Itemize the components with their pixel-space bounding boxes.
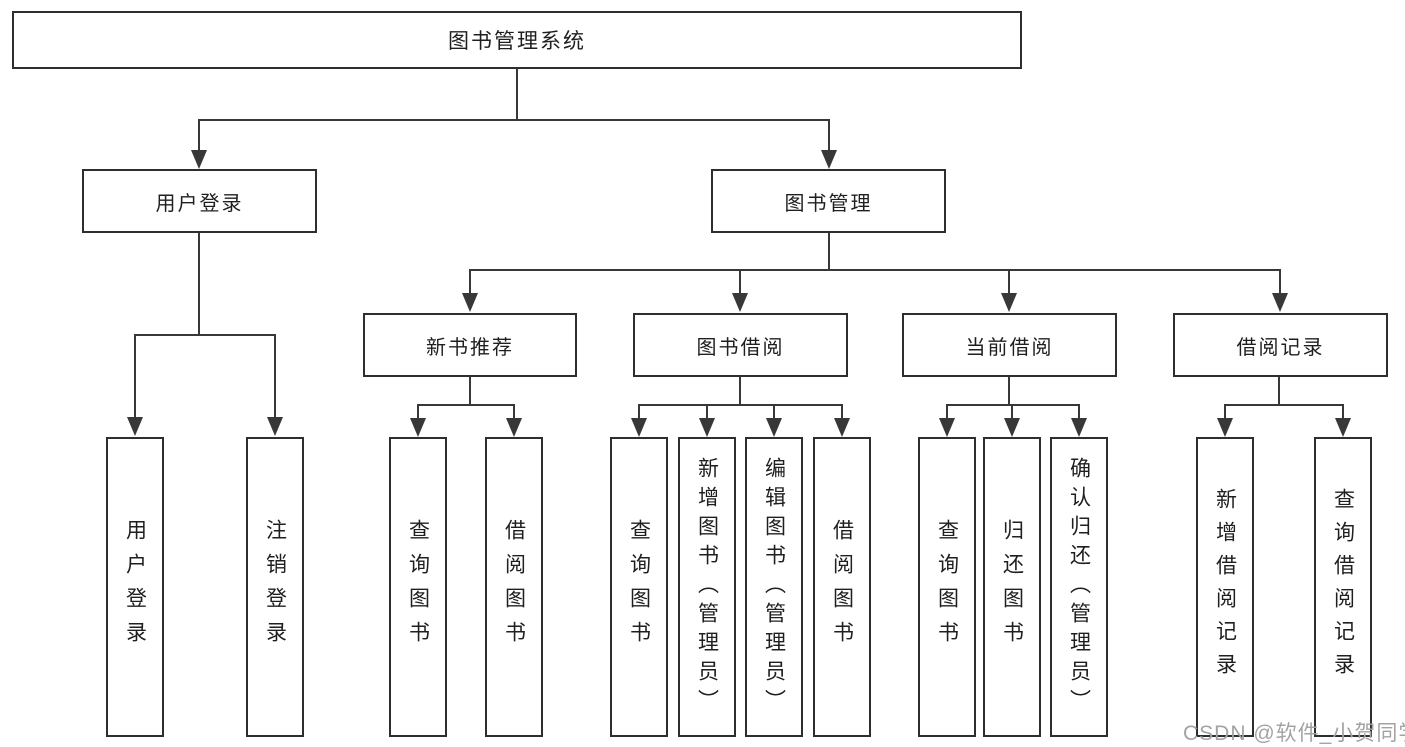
leaf-label: 查询图书: [935, 519, 959, 655]
connector-line: [946, 404, 948, 420]
arrowhead-icon: [267, 417, 283, 436]
node-label: 当前借阅: [965, 336, 1054, 359]
leaf-label: 查询图书: [406, 519, 430, 655]
arrowhead-icon: [410, 418, 426, 437]
node-library-management-system: 图书管理系统: [12, 11, 1022, 69]
arrowhead-icon: [699, 418, 715, 437]
connector-line: [638, 404, 640, 420]
leaf-label: 归还图书: [1000, 519, 1024, 655]
connector-line: [516, 69, 518, 120]
leaf-label: 新增图书（管理员）: [695, 456, 719, 718]
node-label: 图书管理系统: [448, 30, 586, 53]
leaf-label: 用户登录: [123, 519, 147, 655]
connector-line: [706, 404, 708, 420]
connector-line: [1224, 404, 1226, 420]
connector-line: [638, 404, 843, 406]
csdn-watermark: CSDN @软件_小贺同学: [1183, 722, 1405, 745]
leaf-label: 确认归还（管理员）: [1067, 456, 1091, 718]
leaf-label: 新增借阅记录: [1213, 488, 1237, 686]
connector-line: [134, 334, 276, 336]
connector-line: [198, 119, 830, 121]
arrowhead-icon: [1335, 418, 1351, 437]
leaf-return-books: 归还图书: [983, 437, 1041, 737]
arrowhead-icon: [1272, 293, 1288, 312]
node-new-book-recommendation: 新书推荐: [363, 313, 577, 377]
arrowhead-icon: [732, 293, 748, 312]
leaf-label: 查询图书: [627, 519, 651, 655]
leaf-query-books: 查询图书: [389, 437, 447, 737]
arrowhead-icon: [127, 417, 143, 436]
leaf-query-books: 查询图书: [610, 437, 668, 737]
leaf-add-borrow-record: 新增借阅记录: [1196, 437, 1254, 737]
connector-line: [1278, 377, 1280, 406]
arrowhead-icon: [1001, 293, 1017, 312]
node-current-borrowing: 当前借阅: [902, 313, 1117, 377]
arrowhead-icon: [766, 418, 782, 437]
leaf-label: 借阅图书: [502, 519, 526, 655]
node-book-borrowing: 图书借阅: [633, 313, 848, 377]
connector-line: [828, 119, 830, 153]
leaf-label: 借阅图书: [830, 519, 854, 655]
connector-line: [841, 404, 843, 420]
leaf-confirm-return-admin: 确认归还（管理员）: [1050, 437, 1108, 737]
connector-line: [513, 404, 515, 420]
connector-line: [417, 404, 515, 406]
connector-line: [417, 404, 419, 420]
node-label: 新书推荐: [426, 336, 514, 359]
node-borrowing-records: 借阅记录: [1173, 313, 1388, 377]
node-label: 图书管理: [784, 192, 873, 215]
connector-line: [1224, 404, 1344, 406]
node-label: 用户登录: [155, 192, 244, 215]
leaf-label: 注销登录: [263, 519, 287, 655]
connector-line: [1008, 377, 1010, 406]
leaf-query-borrow-record: 查询借阅记录: [1314, 437, 1372, 737]
leaf-user-login: 用户登录: [106, 437, 164, 737]
arrowhead-icon: [1071, 418, 1087, 437]
connector-line: [198, 119, 200, 153]
leaf-label: 编辑图书（管理员）: [762, 456, 786, 718]
leaf-label: 查询借阅记录: [1331, 488, 1355, 686]
node-label: 借阅记录: [1236, 336, 1325, 359]
leaf-query-books: 查询图书: [918, 437, 976, 737]
arrowhead-icon: [821, 150, 837, 169]
connector-line: [469, 269, 1281, 271]
connector-line: [946, 404, 1080, 406]
arrowhead-icon: [1217, 418, 1233, 437]
node-user-login: 用户登录: [82, 169, 317, 233]
connector-line: [1342, 404, 1344, 420]
leaf-add-books-admin: 新增图书（管理员）: [678, 437, 736, 737]
arrowhead-icon: [462, 293, 478, 312]
leaf-edit-books-admin: 编辑图书（管理员）: [745, 437, 803, 737]
connector-line: [1078, 404, 1080, 420]
connector-line: [828, 233, 830, 271]
arrowhead-icon: [1004, 418, 1020, 437]
leaf-borrow-books: 借阅图书: [485, 437, 543, 737]
arrowhead-icon: [191, 150, 207, 169]
leaf-borrow-books: 借阅图书: [813, 437, 871, 737]
leaf-logout: 注销登录: [246, 437, 304, 737]
connector-line: [198, 233, 200, 336]
connector-line: [773, 404, 775, 420]
arrowhead-icon: [939, 418, 955, 437]
arrowhead-icon: [506, 418, 522, 437]
connector-line: [1011, 404, 1013, 420]
node-book-management: 图书管理: [711, 169, 946, 233]
connector-line: [1279, 269, 1281, 296]
connector-line: [469, 269, 471, 296]
connector-line: [1008, 269, 1010, 296]
connector-line: [469, 377, 471, 406]
connector-line: [274, 334, 276, 419]
node-label: 图书借阅: [696, 336, 785, 359]
arrowhead-icon: [631, 418, 647, 437]
arrowhead-icon: [834, 418, 850, 437]
connector-line: [739, 269, 741, 296]
connector-line: [134, 334, 136, 419]
connector-line: [739, 377, 741, 406]
